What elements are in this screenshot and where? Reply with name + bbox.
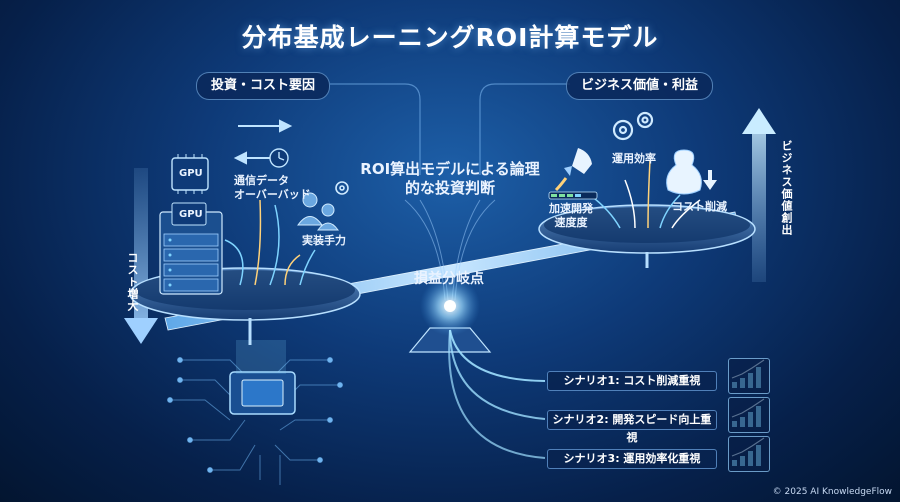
scenario-2: シナリオ2: 開発スピード向上重視	[547, 410, 717, 444]
people-icon	[297, 192, 339, 231]
progress-bar	[548, 191, 598, 200]
page-title: 分布基成レーニングROI計算モデル	[241, 23, 659, 52]
transfer-arrows-icon	[233, 119, 293, 165]
gpu-chip-icon	[171, 154, 209, 194]
gears-icon	[612, 111, 654, 141]
scenario-1: シナリオ1: コスト削減重視	[547, 371, 717, 391]
center-caption: ROI算出モデルによる論理的な投資判断	[360, 160, 540, 197]
pivot-label: 損益分岐点	[414, 271, 484, 287]
rocket-icon	[554, 148, 592, 192]
clock-icon	[269, 148, 289, 168]
scenario-chart-frame-3	[728, 436, 770, 472]
right-pan	[538, 204, 756, 268]
comm-overhead-label: 通信データ オーバーバッド	[234, 174, 311, 201]
circuit-board	[167, 357, 343, 485]
scenario-3: シナリオ3: 運用効率化重視	[547, 449, 717, 469]
value-creation-label: ビジネス価値創出	[780, 140, 793, 236]
gpu-chip-label: GPU	[179, 168, 203, 179]
left-light-streams	[224, 199, 316, 286]
right-header-pill: ビジネス価値・利益	[566, 72, 714, 100]
gpu-rack-label: GPU	[179, 209, 203, 220]
left-header-pill: 投資・コスト要因	[196, 72, 331, 100]
speed-label: 加速開発 速度度	[549, 202, 593, 229]
efficiency-label: 運用効率	[612, 152, 656, 165]
scenario-streams	[448, 329, 546, 459]
impl-skill-label: 実装手力	[302, 234, 346, 247]
cost-increase-label: コスト増大	[126, 252, 139, 312]
money-bag-icon	[666, 149, 717, 195]
scenario-chart-frame-1	[728, 358, 770, 394]
gpu-rack-icon	[159, 202, 223, 295]
copyright-footer: © 2025 AI KnowledgeFlow	[772, 487, 892, 497]
header-connectors	[330, 83, 570, 175]
cost-reduction-label: コスト削減	[672, 200, 727, 213]
gear-icon-left	[335, 181, 349, 195]
scenario-chart-frame-2	[728, 397, 770, 433]
value-creation-arrow	[742, 108, 776, 282]
base-chip	[229, 340, 296, 415]
